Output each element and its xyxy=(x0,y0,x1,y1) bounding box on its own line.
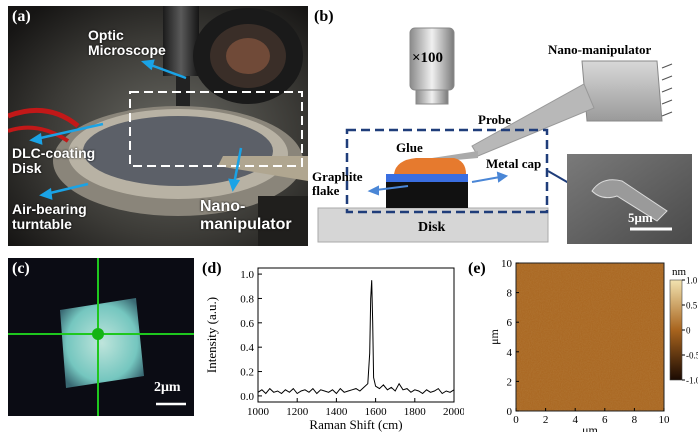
glue-label: Glue xyxy=(396,140,423,155)
colorbar-tick-label: -0.5 xyxy=(686,351,698,361)
afm-y-axis-label: μm xyxy=(487,328,501,344)
dlc-disk-label: DLC-coating Disk xyxy=(12,145,96,176)
y-tick-label: 1.0 xyxy=(240,269,254,281)
probe-label: Probe xyxy=(478,112,511,127)
air-bearing-label: Air-bearing turntable xyxy=(12,201,87,232)
panel-b-label: (b) xyxy=(314,8,334,25)
objective-label: ×100 xyxy=(412,50,444,66)
colorbar xyxy=(669,279,683,381)
panel-e-label: (e) xyxy=(468,260,486,277)
colorbar-tick-label: 0.5 xyxy=(686,301,698,311)
afm-y-tick-label: 8 xyxy=(507,288,513,300)
graphite-flake-label: Graphite flake xyxy=(312,169,363,198)
objective-lens-icon xyxy=(409,27,455,105)
schematic-drawing xyxy=(317,27,692,244)
optical-image xyxy=(8,258,194,416)
y-axis-label: Intensity (a.u.) xyxy=(204,297,219,373)
y-tick-label: 0.6 xyxy=(240,318,254,330)
setup-photo xyxy=(8,6,308,246)
nano-manipulator-label: Nano- manipulator xyxy=(200,198,292,233)
raman-plot-area: 1000 1200 1400 1600 1800 2000 0.0 0.2 0.4 0.6 0.8 1… xyxy=(204,267,464,432)
panel-c-optical: (c) 2μm xyxy=(8,258,194,416)
y-tick-label: 0.2 xyxy=(240,367,254,379)
metal-cap-label: Metal cap xyxy=(486,156,542,171)
y-tick-label: 0.0 xyxy=(240,391,254,403)
sem-image xyxy=(567,154,692,244)
sem-scale-label: 5μm xyxy=(628,210,653,225)
raman-axes-frame xyxy=(257,267,455,403)
colorbar-unit: nm xyxy=(672,266,687,278)
x-tick-label: 1200 xyxy=(286,406,309,418)
afm-y-tick-label: 2 xyxy=(507,376,513,388)
panel-d-label: (d) xyxy=(202,260,222,277)
panel-c-scale-label: 2μm xyxy=(154,380,181,395)
afm-x-tick-label: 4 xyxy=(572,414,578,426)
x-axis-label: Raman Shift (cm) xyxy=(309,417,402,432)
colorbar-tick-label: 1.0 xyxy=(686,276,698,286)
x-tick-label: 1000 xyxy=(247,406,270,418)
afm-x-tick-label: 2 xyxy=(543,414,549,426)
x-tick-label: 2000 xyxy=(443,406,464,418)
panel-a-photo: (a) Optic Microscope DLC-coating Disk Ai… xyxy=(8,6,308,246)
afm-x-tick-label: 8 xyxy=(632,414,638,426)
raman-series-line xyxy=(257,280,455,395)
optic-microscope-label: Optic Microscope xyxy=(88,27,166,58)
x-tick-label: 1600 xyxy=(365,406,388,418)
colorbar-tick-label: 0 xyxy=(686,326,691,336)
colorbar-tick-label: -1.0 xyxy=(686,376,698,386)
panel-a-label: (a) xyxy=(12,8,31,25)
afm-x-tick-label: 10 xyxy=(659,414,671,426)
x-tick-label: 1400 xyxy=(325,406,348,418)
disk-label: Disk xyxy=(418,220,446,235)
panel-c-label: (c) xyxy=(12,260,30,277)
afm-chart: 0 2 4 6 8 10 0 2 4 6 8 10 μm μm nm1.0 0.5 0 -0.5 -1.0 xyxy=(487,258,698,432)
afm-x-tick-label: 6 xyxy=(602,414,608,426)
x-tick-label: 1800 xyxy=(404,406,427,418)
panel-b-schematic: (b) ×100 Nano-manipulator Probe Glue Met… xyxy=(312,6,696,246)
afm-y-tick-label: 10 xyxy=(501,258,513,270)
raman-chart: 1000 1200 1400 1600 1800 2000 0.0 0.2 0.4 0.6 0.8 1… xyxy=(204,267,464,432)
afm-y-tick-label: 4 xyxy=(507,347,513,359)
panel-d-raman: 1000 1200 1400 1600 1800 2000 0.0 0.2 0.4 0.6 0.8 1… xyxy=(196,256,464,432)
afm-x-axis-label: μm xyxy=(582,423,598,432)
y-tick-label: 0.4 xyxy=(240,342,254,354)
afm-y-tick-label: 6 xyxy=(507,317,513,329)
nano-manipulator-b-label: Nano-manipulator xyxy=(548,42,652,57)
y-tick-label: 0.8 xyxy=(240,293,254,305)
afm-y-tick-label: 0 xyxy=(507,406,513,418)
afm-x-tick-label: 0 xyxy=(513,414,519,426)
